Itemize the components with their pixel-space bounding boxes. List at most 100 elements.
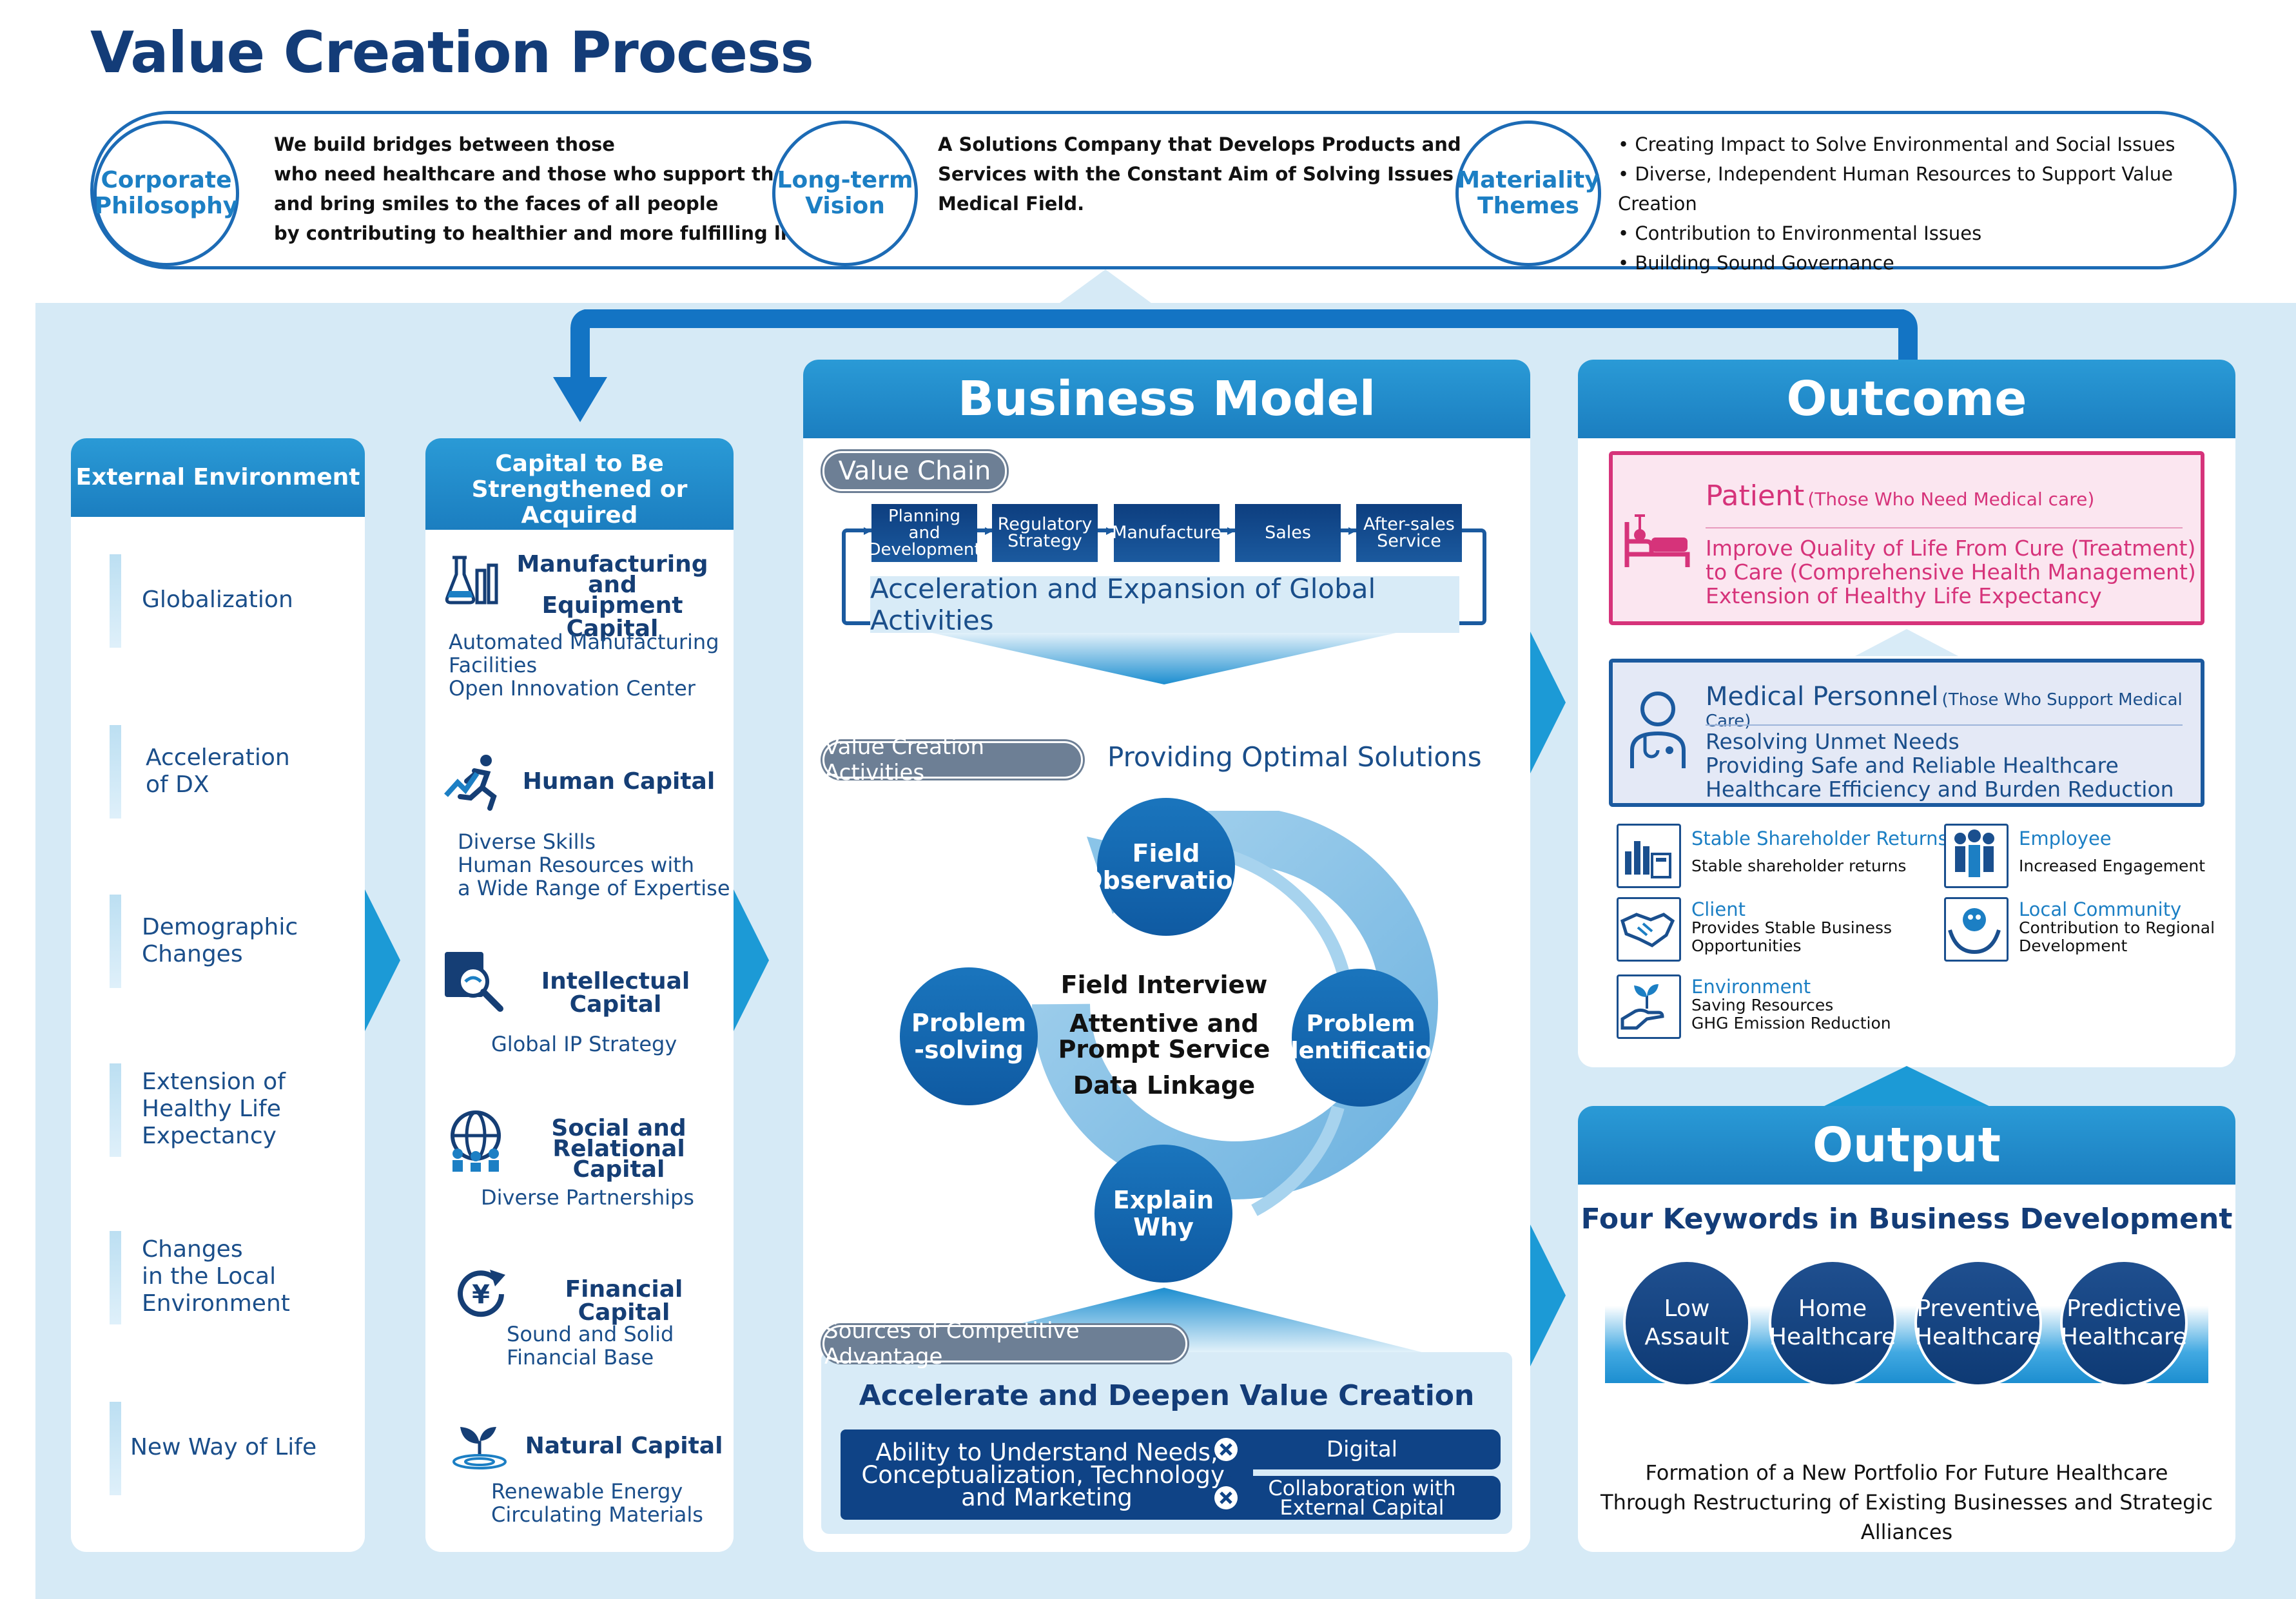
medical-divider [1706, 724, 2183, 726]
env-bar [110, 895, 121, 988]
vision-text: A Solutions Company that Develops Produc… [938, 133, 1521, 215]
doctor-icon [1630, 692, 1686, 768]
patient-title: Patient [1706, 480, 1805, 512]
value-creation-activities-label: Value Creation Activities [822, 734, 1083, 786]
yen-icon: ¥ [458, 1270, 505, 1317]
external-environment-panel: External Environment Globalization Accel… [71, 438, 365, 1552]
chain-banner: Acceleration and Expansion of Global Act… [870, 573, 1459, 636]
magnifier-icon [445, 952, 503, 1012]
cross-icon [1214, 1438, 1238, 1461]
page-title: Value Creation Process [90, 19, 814, 86]
flow-arrow-1 [365, 889, 400, 1031]
banner-pointer [1057, 269, 1154, 305]
social-capital-desc: Diverse Partnerships [481, 1185, 694, 1210]
flow-arrow-output [1530, 1225, 1566, 1366]
handshake-icon [1617, 897, 1681, 962]
community-icon [1944, 897, 2009, 962]
employee-title: Employee [2019, 828, 2112, 849]
shareholder-desc: Stable shareholder returns [1691, 857, 1907, 875]
medical-title: Medical Personnel [1706, 682, 1939, 712]
outcome-pointer [1855, 629, 1958, 656]
patient-title-row: Patient (Those Who Need Medical care) [1706, 480, 2094, 512]
chain-connectors [864, 527, 1356, 535]
philosophy-text: We build bridges between those who need … [274, 133, 830, 244]
intellectual-capital-title: Intellectual Capital [541, 968, 690, 1018]
environment-title: Environment [1691, 976, 1811, 998]
svg-text:¥: ¥ [472, 1280, 490, 1310]
sprout-icon [452, 1427, 507, 1469]
cross-icon [1214, 1486, 1238, 1509]
feedback-loop-arrow [553, 309, 1918, 422]
business-model-heading: Business Model [803, 360, 1530, 438]
patient-subtitle: (Those Who Need Medical care) [1807, 489, 2095, 510]
output-panel: Output Four Keywords in Business Develop… [1578, 1106, 2235, 1552]
employee-desc: Increased Engagement [2019, 857, 2206, 875]
env-bar [110, 554, 121, 648]
flow-arrow-2 [734, 889, 769, 1031]
flow-arrow-outcome [1530, 632, 1566, 773]
hospital-bed-icon [1624, 514, 1690, 567]
output-heading: Output [1578, 1106, 2235, 1185]
local-community-title: Local Community [2019, 898, 2182, 920]
env-bar [110, 1231, 121, 1324]
chart-calculator-icon [1617, 824, 1681, 888]
sources-label: Sources of Competitive Advantage [822, 1318, 1187, 1370]
env-bar [110, 1402, 121, 1495]
medical-personnel-box: Medical Personnel (Those Who Support Med… [1609, 659, 2204, 807]
natural-capital-title: Natural Capital [525, 1433, 723, 1459]
outcome-panel: Outcome Patient (Those Who Need Medical … [1578, 360, 2235, 1067]
client-title: Client [1691, 898, 1746, 920]
hand-sprout-icon [1617, 974, 1681, 1039]
env-bar [110, 725, 121, 819]
keywords-title: Four Keywords in Business Development [1581, 1203, 2233, 1236]
patient-divider [1706, 527, 2183, 528]
materiality-list: • Creating Impact to Solve Environmental… [1618, 133, 2175, 274]
medical-title-row: Medical Personnel (Those Who Support Med… [1706, 682, 2201, 731]
runner-icon [444, 755, 497, 811]
patient-box: Patient (Those Who Need Medical care) Im… [1609, 451, 2204, 625]
medical-subtitle: (Those Who Support Medical Care) [1706, 690, 2183, 731]
sources-title: Accelerate and Deepen Value Creation [859, 1379, 1475, 1412]
intellectual-capital-desc: Global IP Strategy [491, 1032, 677, 1056]
value-chain-label: Value Chain [822, 451, 1007, 491]
digital-box: Digital [1223, 1429, 1501, 1469]
globe-people-icon [451, 1110, 501, 1172]
ability-box: Ability to Understand Needs,Conceptualiz… [841, 1429, 1253, 1520]
activities-title: Providing Optimal Solutions [1107, 741, 1482, 773]
patient-lines: Improve Quality of Life From Cure (Treat… [1706, 536, 2196, 608]
env-new-way: New Way of Life [110, 1402, 316, 1495]
platform-text: Providing services Through a Common Plat… [1611, 1387, 2202, 1413]
cycle-node-problem-solving: Problem-solving [900, 967, 1038, 1105]
financial-capital-title: Financial Capital [565, 1276, 683, 1326]
chain-step-manufacture: Manufacture [1112, 504, 1221, 562]
external-environment-heading: External Environment [71, 438, 365, 517]
